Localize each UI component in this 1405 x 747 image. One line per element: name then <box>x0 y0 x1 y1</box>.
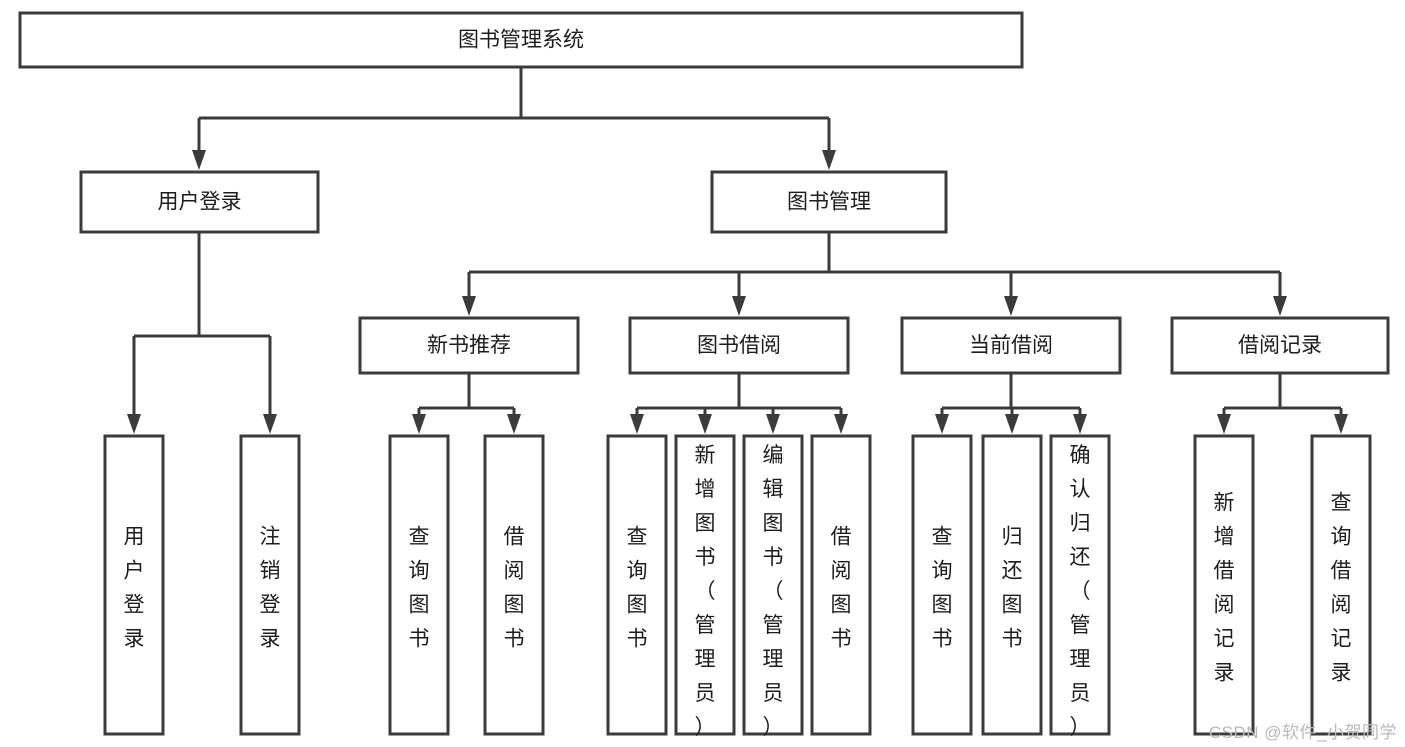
arrow-head-icon <box>630 414 644 434</box>
node-label: 注销登录 <box>260 526 281 651</box>
node-box[interactable] <box>239 434 301 736</box>
node-leaf-query-borrow-record[interactable]: 查询借阅记录 <box>1310 434 1372 736</box>
node-label: 借阅图书 <box>831 526 852 651</box>
arrow-head-icon <box>1273 296 1287 316</box>
node-leaf-edit-book-admin[interactable]: 编辑图书（管理员） <box>742 434 804 739</box>
node-label: 图书管理系统 <box>458 29 584 52</box>
arrow-head-icon <box>263 414 277 434</box>
arrow-head-icon <box>834 414 848 434</box>
node-box[interactable] <box>358 316 580 375</box>
arrow-head-icon <box>822 150 836 170</box>
node-box[interactable] <box>1170 316 1390 375</box>
node-leaf-borrow-book-2[interactable]: 借阅图书 <box>810 434 872 736</box>
node-leaf-user-login[interactable]: 用户登录 <box>103 434 165 736</box>
arrow-head-icon <box>766 414 780 434</box>
node-label: 新增图书（管理员） <box>695 444 716 739</box>
csdn-watermark: CSDN @软件_小贺同学 <box>1208 723 1397 742</box>
node-leaf-confirm-return-admin[interactable]: 确认归还（管理员） <box>1049 434 1111 739</box>
node-box[interactable] <box>628 316 850 375</box>
node-box[interactable] <box>103 434 165 736</box>
node-label: 图书管理 <box>787 191 871 214</box>
node-label: 新增借阅记录 <box>1214 492 1235 685</box>
node-leaf-logout-login[interactable]: 注销登录 <box>239 434 301 736</box>
node-box[interactable] <box>483 434 545 736</box>
arrow-head-icon <box>127 414 141 434</box>
node-label: 查询图书 <box>932 526 953 651</box>
node-label: 借阅图书 <box>504 526 525 651</box>
node-label: 当前借阅 <box>969 334 1053 357</box>
connectors-layer <box>127 67 1348 434</box>
node-box[interactable] <box>810 434 872 736</box>
arrow-head-icon <box>1005 414 1019 434</box>
node-current-borrow[interactable]: 当前借阅 <box>900 316 1122 375</box>
node-box[interactable] <box>981 434 1043 736</box>
arrow-head-icon <box>462 296 476 316</box>
node-box[interactable] <box>1310 434 1372 736</box>
node-box[interactable] <box>388 434 450 736</box>
node-label: 图书借阅 <box>697 334 781 357</box>
connector-conn-borrow-record <box>1217 373 1348 434</box>
node-label: 归还图书 <box>1002 526 1023 651</box>
node-borrow-record[interactable]: 借阅记录 <box>1170 316 1390 375</box>
node-label: 新书推荐 <box>427 334 511 357</box>
node-new-book-recommend[interactable]: 新书推荐 <box>358 316 580 375</box>
node-label: 查询图书 <box>627 526 648 651</box>
arrow-head-icon <box>1334 414 1348 434</box>
node-box[interactable] <box>606 434 668 736</box>
node-box[interactable] <box>1193 434 1255 736</box>
arrow-head-icon <box>1004 296 1018 316</box>
node-label: 借阅记录 <box>1238 334 1322 357</box>
node-label: 用户登录 <box>124 526 145 651</box>
node-leaf-return-book[interactable]: 归还图书 <box>981 434 1043 736</box>
node-leaf-add-book-admin[interactable]: 新增图书（管理员） <box>674 434 736 739</box>
node-label: 确认归还（管理员） <box>1070 444 1091 739</box>
node-leaf-borrow-book-1[interactable]: 借阅图书 <box>483 434 545 736</box>
node-box[interactable] <box>710 170 948 234</box>
node-book-management[interactable]: 图书管理 <box>710 170 948 234</box>
node-box[interactable] <box>900 316 1122 375</box>
node-label: 用户登录 <box>158 191 242 214</box>
node-label: 编辑图书（管理员） <box>763 444 784 739</box>
arrow-head-icon <box>732 296 746 316</box>
arrow-head-icon <box>698 414 712 434</box>
connector-conn-book-management <box>462 232 1287 316</box>
node-leaf-query-book-3[interactable]: 查询图书 <box>911 434 973 736</box>
node-root[interactable]: 图书管理系统 <box>18 11 1024 69</box>
node-leaf-add-borrow-record[interactable]: 新增借阅记录 <box>1193 434 1255 736</box>
connector-conn-new-book-recommend <box>412 373 521 434</box>
arrow-head-icon <box>1073 414 1087 434</box>
connector-conn-current-borrow <box>935 373 1087 434</box>
arrow-head-icon <box>507 414 521 434</box>
node-leaf-query-book-1[interactable]: 查询图书 <box>388 434 450 736</box>
node-label: 查询图书 <box>409 526 430 651</box>
node-box[interactable] <box>18 11 1024 69</box>
arrow-head-icon <box>1217 414 1231 434</box>
node-box[interactable] <box>742 434 804 736</box>
connector-conn-user-login <box>127 232 277 434</box>
arrow-head-icon <box>935 414 949 434</box>
node-box[interactable] <box>674 434 736 736</box>
connector-conn-book-borrow <box>630 373 848 434</box>
node-box[interactable] <box>911 434 973 736</box>
node-box[interactable] <box>79 170 320 234</box>
node-user-login[interactable]: 用户登录 <box>79 170 320 234</box>
arrow-head-icon <box>412 414 426 434</box>
nodes-layer: 图书管理系统用户登录图书管理新书推荐图书借阅当前借阅借阅记录用户登录注销登录查询… <box>18 11 1390 739</box>
node-box[interactable] <box>1049 434 1111 736</box>
node-book-borrow[interactable]: 图书借阅 <box>628 316 850 375</box>
arrow-head-icon <box>192 150 206 170</box>
connector-conn-root <box>192 67 836 170</box>
node-label: 查询借阅记录 <box>1331 492 1352 685</box>
node-leaf-query-book-2[interactable]: 查询图书 <box>606 434 668 736</box>
